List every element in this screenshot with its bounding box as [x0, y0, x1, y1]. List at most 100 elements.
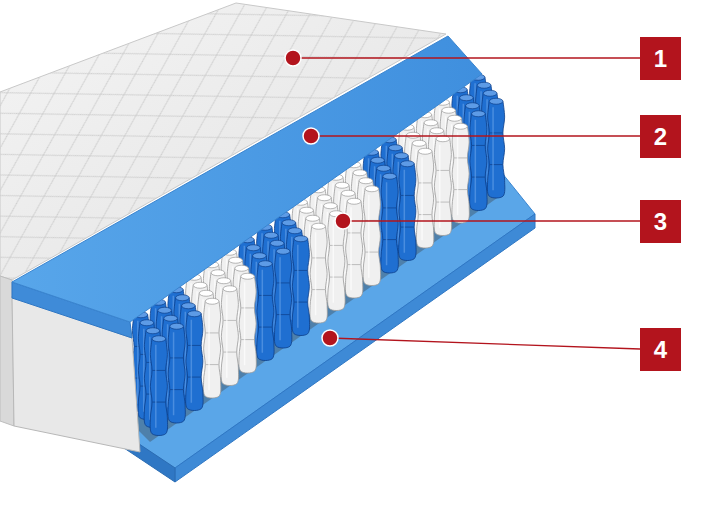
spring-highlight: [421, 157, 423, 240]
spring-top: [264, 232, 278, 238]
spring-top: [211, 270, 225, 276]
pocket-spring: [470, 111, 487, 211]
pocket-spring: [399, 161, 416, 261]
spring-top: [235, 265, 249, 271]
pocket-spring: [203, 298, 220, 398]
spring-rib: [436, 202, 449, 203]
spring-top: [430, 128, 444, 134]
spring-top: [318, 195, 332, 201]
spring-body: [399, 164, 416, 261]
spring-body: [487, 101, 504, 198]
spring-rib: [170, 389, 183, 390]
spring-body: [416, 151, 433, 248]
spring-body: [186, 314, 203, 411]
spring-body: [381, 176, 398, 273]
callout-dot: [285, 50, 301, 66]
spring-top: [152, 336, 166, 342]
spring-rib: [223, 320, 236, 321]
spring-highlight: [333, 220, 335, 303]
spring-top: [146, 328, 160, 334]
callout-number: 4: [654, 338, 667, 362]
pocket-spring: [168, 323, 185, 423]
spring-body: [239, 276, 256, 373]
spring-body: [203, 301, 220, 398]
callout-box: 3: [640, 200, 681, 243]
pocket-spring: [363, 186, 380, 286]
spring-top: [176, 295, 190, 301]
spring-top: [140, 320, 154, 326]
spring-top: [294, 236, 308, 242]
spring-rib: [294, 270, 307, 271]
spring-body: [221, 289, 238, 386]
spring-top: [270, 240, 284, 246]
spring-top: [158, 307, 172, 313]
spring-rib: [490, 164, 503, 165]
spring-highlight: [244, 282, 246, 365]
pocket-spring: [274, 248, 291, 348]
callout-number: 3: [654, 210, 667, 234]
spring-top: [483, 90, 497, 96]
spring-top: [383, 173, 397, 179]
spring-body: [292, 239, 309, 336]
spring-body: [168, 326, 185, 423]
spring-top: [312, 223, 326, 229]
spring-highlight: [262, 270, 264, 353]
spring-top: [229, 257, 243, 263]
spring-top: [489, 98, 503, 104]
spring-top: [170, 323, 184, 329]
spring-top: [353, 170, 367, 176]
spring-top: [188, 311, 202, 317]
spring-highlight: [386, 182, 388, 265]
callout-number: 1: [654, 47, 667, 71]
spring-top: [448, 115, 462, 121]
spring-rib: [436, 170, 449, 171]
spring-top: [418, 148, 432, 154]
spring-highlight: [226, 295, 228, 378]
pocket-spring: [452, 123, 469, 223]
spring-body: [274, 251, 291, 348]
spring-top: [389, 145, 403, 151]
spring-top: [472, 111, 486, 117]
leader-line: [293, 57, 640, 58]
spring-rib: [419, 182, 432, 183]
spring-rib: [401, 195, 414, 196]
spring-top: [193, 282, 207, 288]
spring-rib: [312, 289, 325, 290]
spring-rib: [259, 295, 272, 296]
pocket-spring: [416, 148, 433, 248]
spring-rib: [152, 370, 165, 371]
spring-top: [466, 103, 480, 109]
pocket-spring: [381, 173, 398, 273]
spring-body: [257, 264, 274, 361]
spring-body: [363, 189, 380, 286]
pocket-spring: [150, 336, 167, 436]
spring-top: [424, 120, 438, 126]
pocket-spring: [487, 98, 504, 198]
spring-rib: [365, 252, 378, 253]
spring-rib: [223, 352, 236, 353]
spring-rib: [330, 277, 343, 278]
spring-top: [217, 278, 231, 284]
spring-highlight: [492, 107, 494, 190]
spring-rib: [188, 377, 201, 378]
spring-top: [182, 303, 196, 309]
spring-rib: [454, 189, 467, 190]
spring-top: [371, 157, 385, 163]
spring-top: [377, 165, 391, 171]
spring-top: [365, 186, 379, 192]
spring-rib: [472, 177, 485, 178]
spring-rib: [383, 239, 396, 240]
pocket-spring: [310, 223, 327, 323]
spring-rib: [206, 364, 219, 365]
callout-dot: [335, 213, 351, 229]
spring-rib: [241, 339, 254, 340]
spring-rib: [348, 232, 361, 233]
spring-rib: [241, 307, 254, 308]
spring-top: [347, 198, 361, 204]
spring-top: [477, 82, 491, 88]
spring-body: [470, 114, 487, 211]
spring-rib: [312, 257, 325, 258]
spring-rib: [454, 157, 467, 158]
